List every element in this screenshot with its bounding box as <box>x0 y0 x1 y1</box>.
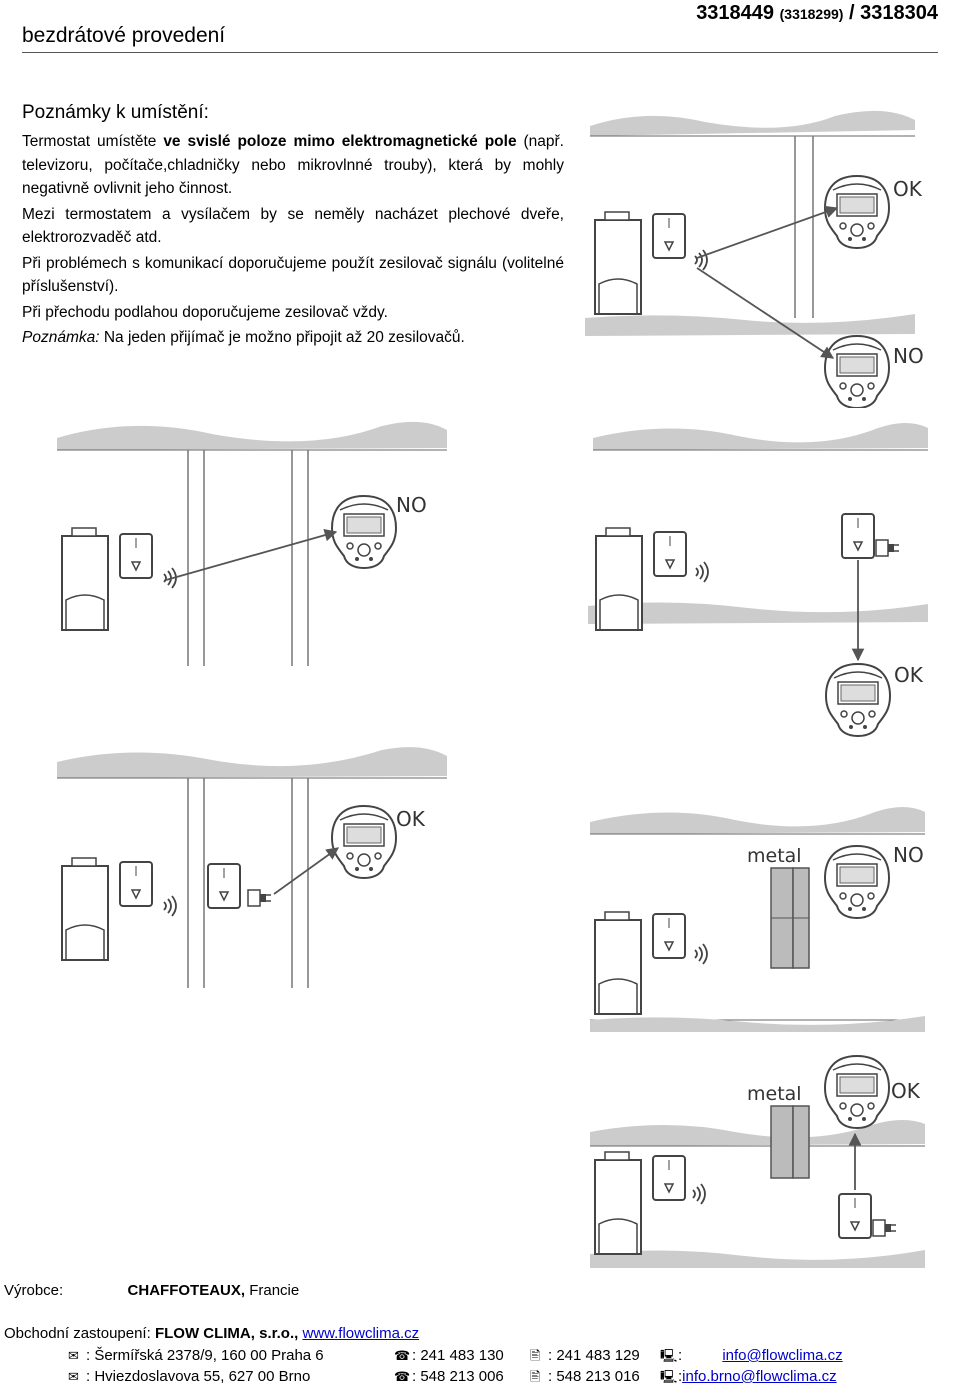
computer-icon: 🖳 <box>660 1348 678 1363</box>
d1-status-bottom: NO <box>893 344 924 368</box>
praha-email-sep: : <box>678 1347 683 1364</box>
diagram-two-walls-no: NO <box>57 421 447 666</box>
d6-status: OK <box>891 1079 921 1103</box>
d6-metal-label: metal <box>747 1083 802 1105</box>
diagram-door-wall: OK NO <box>585 110 924 408</box>
d4-status: OK <box>396 807 426 831</box>
header-title: bezdrátové provedení <box>22 24 226 47</box>
note-paragraph-1: Termostat umístěte ve svislé poloze mimo… <box>22 130 564 201</box>
address-icon: ✉ <box>68 1369 79 1384</box>
brno-fax-group: 🖹 : 548 213 016 <box>530 1368 640 1390</box>
praha-fax: : 241 483 129 <box>548 1347 640 1364</box>
rep-label: Obchodní zastoupení: <box>4 1325 151 1342</box>
contact-row-praha: ✉ : Šermířská 2378/9, 160 00 Praha 6 <box>68 1347 324 1364</box>
praha-fax-group: 🖹 : 241 483 129 <box>530 1347 640 1369</box>
note-paragraph-5: Poznámka: Na jeden přijímač je možno při… <box>22 326 564 350</box>
notes-title: Poznámky k umístění: <box>22 102 209 123</box>
note-paragraph-4: Při přechodu podlahou doporučujeme zesil… <box>22 303 388 321</box>
fax-icon: 🖹 <box>530 1369 541 1384</box>
brno-phone-group: ☎: 548 213 006 <box>394 1368 504 1385</box>
header-divider <box>22 52 938 53</box>
maker-country: Francie <box>249 1282 300 1299</box>
note-paragraph-3: Při problémech s komunikací doporučujeme… <box>22 254 564 296</box>
brno-address: : Hviezdoslavova 55, 627 00 Brno <box>86 1368 311 1385</box>
product-code-tail: / 3318304 <box>849 2 938 24</box>
rep-name: FLOW CLIMA, s.r.o., <box>154 1325 299 1342</box>
note-1-text-a: Termostat umístěte <box>22 133 164 150</box>
placement-notes: Poznámky k umístění: Termostat umístěte … <box>22 100 564 352</box>
product-code-main: 3318449 <box>696 2 775 24</box>
fax-icon: 🖹 <box>530 1348 541 1363</box>
brno-email-group: 🖳:info.brno@flowclima.cz <box>660 1368 837 1390</box>
d5-metal-label: metal <box>747 845 802 867</box>
praha-email-group: 🖳: info@flowclima.cz <box>660 1347 843 1369</box>
brno-email-sep: : <box>678 1368 683 1385</box>
contact-row-brno: ✉ : Hviezdoslavova 55, 627 00 Brno <box>68 1368 310 1385</box>
maker-label: Výrobce: <box>4 1282 64 1299</box>
brno-fax: : 548 213 016 <box>548 1368 640 1385</box>
praha-address: : Šermířská 2378/9, 160 00 Praha 6 <box>86 1347 324 1364</box>
manufacturer-line: Výrobce: CHAFFOTEAUX, Francie <box>4 1282 299 1299</box>
praha-phone: : 241 483 130 <box>412 1347 504 1364</box>
praha-email-link[interactable]: info@flowclima.cz <box>722 1347 843 1364</box>
note-1-emphasis: ve svislé poloze mimo elektromagnetické … <box>163 133 517 150</box>
praha-phone-group: ☎: 241 483 130 <box>394 1347 504 1364</box>
phone-icon: ☎ <box>394 1348 411 1363</box>
note-paragraph-2: Mezi termostatem a vysílačem by se neměl… <box>22 205 564 247</box>
phone-icon: ☎ <box>394 1369 411 1384</box>
product-codes: 3318449 (3318299) / 3318304 <box>696 2 938 25</box>
diagram-metal-amplifier-ok: metal OK <box>590 1055 925 1268</box>
note-5-text: Na jeden přijímač je možno připojit až 2… <box>99 329 465 346</box>
d2-status: NO <box>396 493 427 517</box>
computer-icon: 🖳 <box>660 1369 678 1384</box>
note-1-text-c: (např. televizoru, počítače,chladničky n… <box>22 133 564 197</box>
representative-line: Obchodní zastoupení: FLOW CLIMA, s.r.o.,… <box>4 1325 419 1342</box>
address-icon: ✉ <box>68 1348 79 1363</box>
d5-status: NO <box>893 843 924 867</box>
brno-phone: : 548 213 006 <box>412 1368 504 1385</box>
maker-name: CHAFFOTEAUX, <box>127 1282 246 1299</box>
d3-status: OK <box>894 663 924 687</box>
brno-email-link[interactable]: info.brno@flowclima.cz <box>682 1368 837 1385</box>
product-code-alt: (3318299) <box>779 6 844 22</box>
diagram-metal-no: metal NO <box>590 807 925 1032</box>
d1-status-top: OK <box>893 177 923 201</box>
note-5-label: Poznámka: <box>22 329 100 346</box>
diagram-floor-amplifier: OK <box>588 423 928 737</box>
diagram-walls-amplifier-ok: OK <box>57 747 447 988</box>
rep-website-link[interactable]: www.flowclima.cz <box>302 1325 420 1342</box>
